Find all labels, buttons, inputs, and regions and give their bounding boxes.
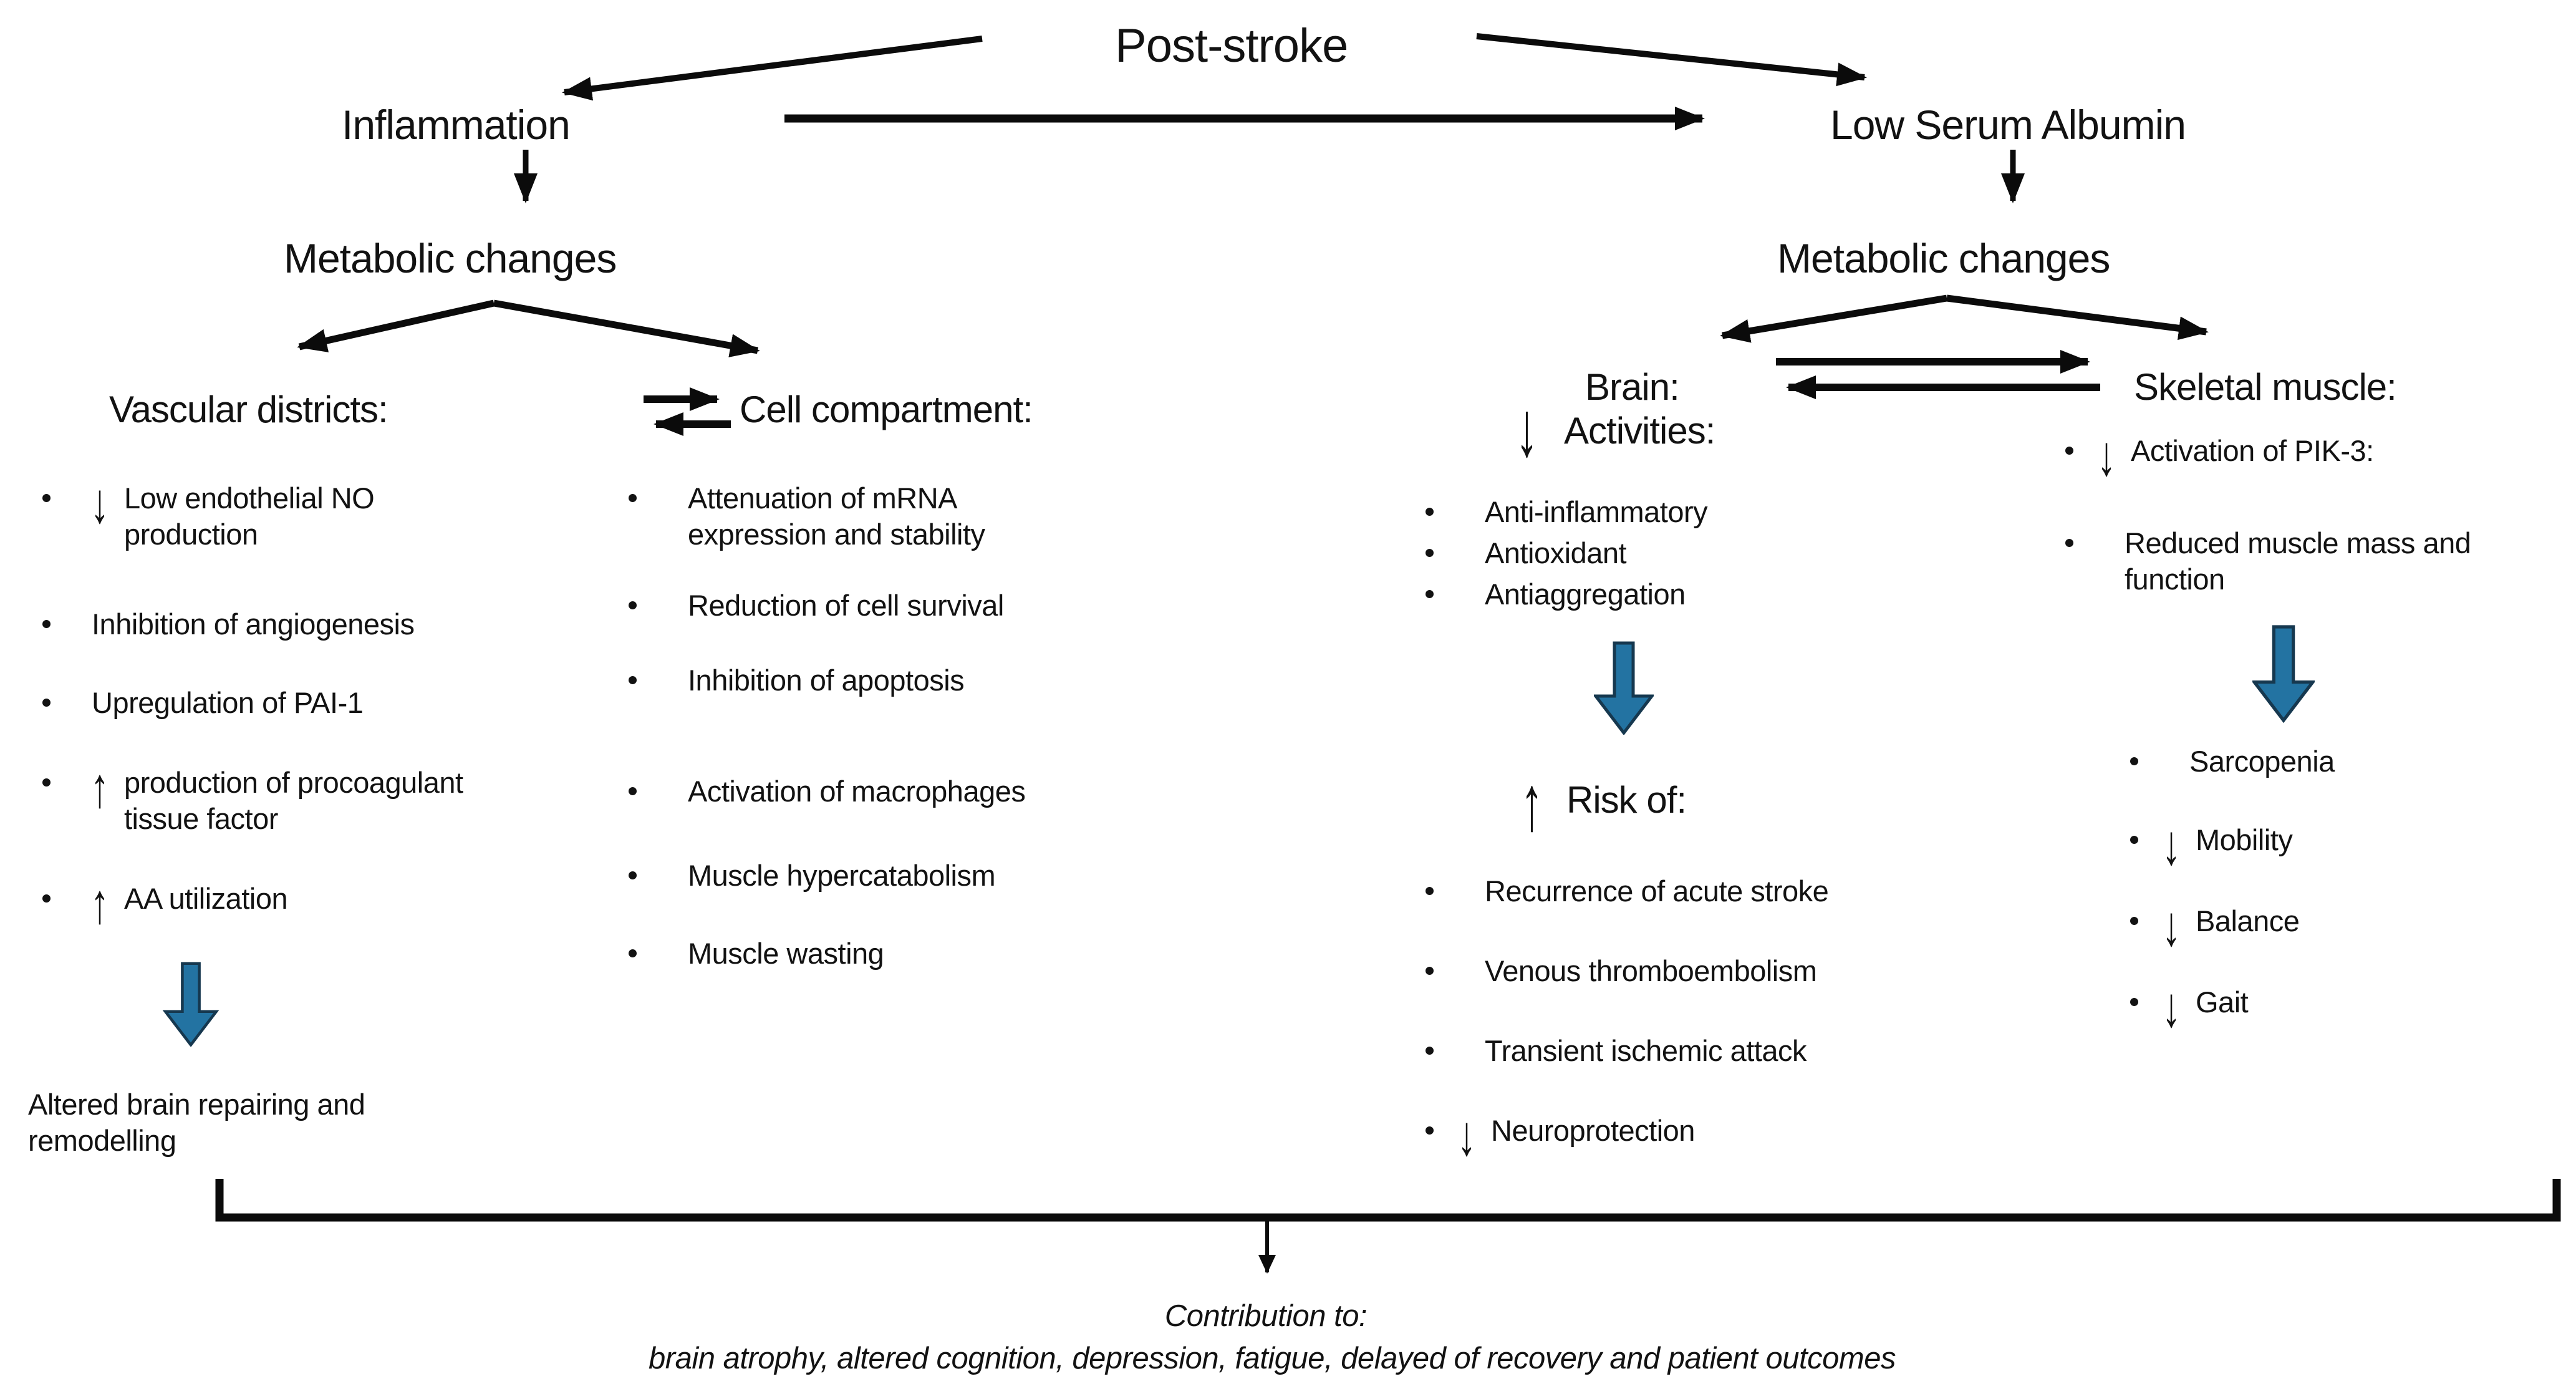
list-item-label: Mobility [2196,823,2293,856]
node-vascular-districts: Vascular districts: [109,389,388,430]
bullet-dot [42,620,51,628]
bullet-dot [629,949,637,957]
list-item: ↑ AA utilization [42,873,516,936]
bullet-dot [1425,508,1434,516]
label-activities: Activities: [1564,410,1715,452]
list-item-label: Attenuation of mRNA expression and stabi… [688,482,985,551]
list-item: ↑ production of procoagulant tissue fact… [42,757,529,837]
list-item: Recurrence of acute stroke [1425,873,1924,909]
block-arrow-down-icon [1594,641,1654,735]
block-arrow-down-icon [2252,625,2315,724]
list-item-label: Venous thromboembolism [1485,954,1817,987]
up-arrow-icon: ↑ [1520,758,1543,847]
list-item: ↓ Balance [2130,895,2504,958]
node-low-serum-albumin: Low Serum Albumin [1830,102,2186,148]
list-item-label: Reduction of cell survival [688,589,1004,622]
list-item: ↓ Activation of PIK-3: [2065,425,2539,488]
list-item: Antioxidant [1425,535,1862,571]
list-item-label: Upregulation of PAI-1 [92,686,364,719]
list-item: Sarcopenia [2130,743,2504,780]
bullet-dot [629,676,637,684]
list-item: Venous thromboembolism [1425,953,1924,989]
bullet-dot [1425,1126,1434,1135]
bullet-dot [2065,447,2073,455]
node-metabolic-changes-right: Metabolic changes [1777,235,2110,281]
list-item-label: production of procoagulant tissue factor [124,766,463,835]
list-item: Activation of macrophages [629,773,1127,810]
node-skeletal-muscle: Skeletal muscle: [2134,366,2397,408]
bullet-dot [2130,836,2138,844]
list-item-label: Activation of PIK-3: [2131,434,2374,467]
node-brain: Brain: [1585,366,1680,408]
list-item: Attenuation of mRNA expression and stabi… [629,480,1102,553]
down-arrow-icon: ↓ [2162,894,2181,959]
bullet-dot [2065,539,2073,547]
list-item-label: Sarcopenia [2189,745,2335,778]
down-arrow-icon: ↓ [1515,384,1538,473]
bullet-dot [629,494,637,502]
down-arrow-icon: ↓ [2097,424,2116,488]
bullet-dot [42,494,51,502]
list-item-label: Antiaggregation [1485,578,1686,611]
down-arrow-icon: ↓ [2162,813,2181,878]
bullet-dot [2130,998,2138,1006]
list-item-label: Muscle wasting [688,937,884,970]
bullet-dot [629,601,637,609]
down-arrow-icon: ↓ [90,472,109,536]
bullet-dot [1425,549,1434,557]
down-arrow-icon: ↓ [2162,975,2181,1040]
bullet-dot [629,871,637,879]
list-item-label: Inhibition of apoptosis [688,664,965,697]
bullet-dot [1425,1047,1434,1055]
list-item-label: AA utilization [124,882,288,915]
list-item-label: Anti-inflammatory [1485,495,1708,528]
list-item-label: Inhibition of angiogenesis [92,608,415,641]
list-item: ↓ Mobility [2130,814,2504,877]
label-risk-of: Risk of: [1566,779,1687,821]
node-altered-brain-repairing: Altered brain repairing and remodelling [28,1088,365,1157]
bullet-dot [42,699,51,707]
bullet-dot [2130,757,2138,765]
node-inflammation: Inflammation [342,102,571,148]
list-item: Muscle hypercatabolism [629,858,1127,894]
list-item-label: Muscle hypercatabolism [688,859,996,892]
list-item-label: Transient ischemic attack [1485,1034,1807,1067]
bullet-dot [1425,590,1434,598]
list-item: Antiaggregation [1425,576,1862,612]
list-item: ↓ Low endothelial NO production [42,472,448,553]
footer-contribution-label: Contribution to: [1164,1299,1368,1333]
list-item-label: Low endothelial NO production [124,482,375,551]
list-item: ↓ Gait [2130,976,2504,1039]
list-item: Muscle wasting [629,936,1127,972]
list-item-label: Activation of macrophages [688,775,1026,808]
bullet-dot [629,787,637,795]
node-metabolic-changes-left: Metabolic changes [284,235,617,281]
list-item-label: Gait [2196,985,2249,1019]
list-item: Inhibition of angiogenesis [42,606,516,642]
list-item: Reduction of cell survival [629,588,1127,624]
page-title: Post-stroke [1115,19,1348,72]
node-cell-compartment: Cell compartment: [740,389,1033,430]
bullet-dot [42,894,51,903]
bullet-dot [2130,917,2138,925]
bullet-dot [1425,887,1434,895]
list-item-label: Antioxidant [1485,536,1627,569]
block-arrow-down-icon [162,962,219,1047]
list-item: Transient ischemic attack [1425,1033,1924,1069]
bullet-dot [1425,967,1434,975]
footer-contribution-detail: brain atrophy, altered cognition, depres… [649,1342,1896,1375]
list-item: Anti-inflammatory [1425,494,1862,530]
list-item: Reduced muscle mass and function [2065,525,2564,598]
list-item-label: Neuroprotection [1491,1114,1695,1147]
up-arrow-icon: ↑ [90,756,109,820]
list-item: Inhibition of apoptosis [629,662,1127,699]
down-arrow-icon: ↓ [1457,1104,1476,1168]
list-item-label: Reduced muscle mass and function [2125,526,2471,596]
up-arrow-icon: ↑ [90,872,109,936]
list-item: Upregulation of PAI-1 [42,685,516,721]
list-item: ↓ Neuroprotection [1425,1105,1924,1168]
list-item-label: Balance [2196,904,2300,937]
list-item-label: Recurrence of acute stroke [1485,874,1829,908]
bullet-dot [42,778,51,787]
